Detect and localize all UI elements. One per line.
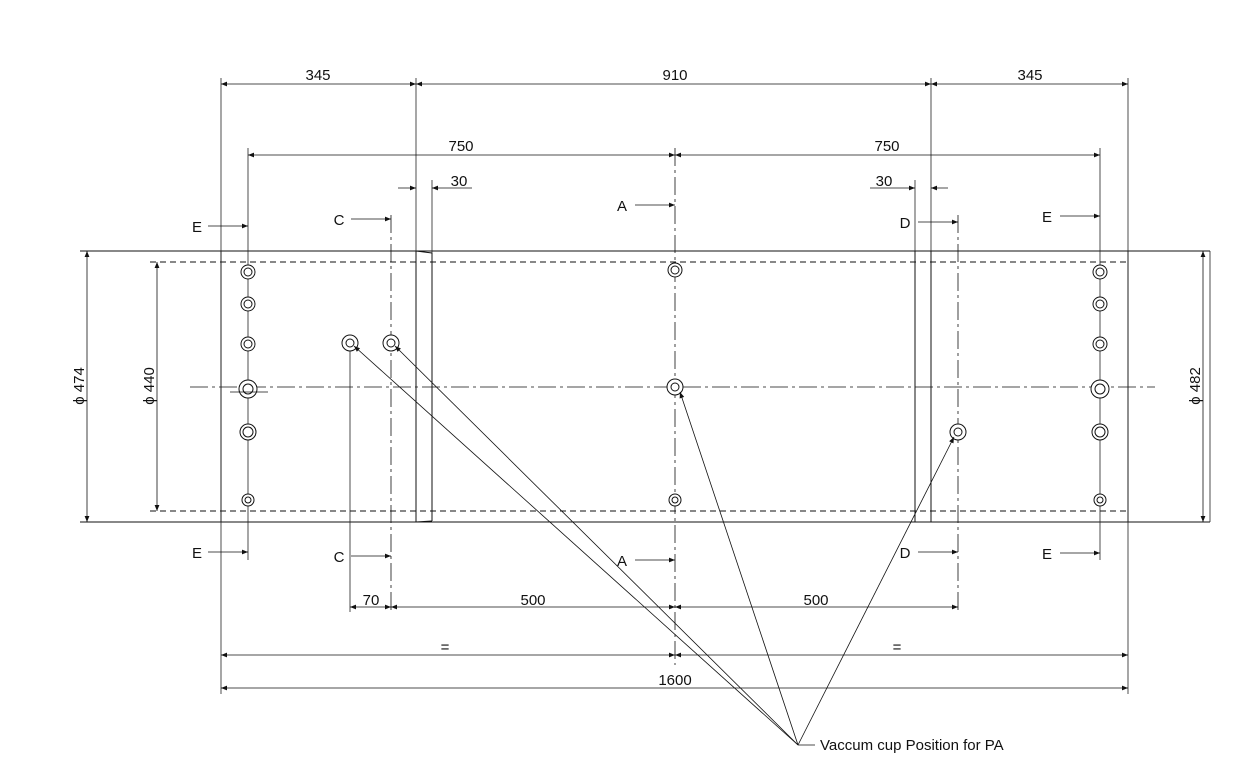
dia-outer-left: ϕ 474	[71, 367, 88, 405]
hole	[240, 336, 256, 352]
section-e-bottom-left: E	[192, 545, 202, 562]
dimension-lines	[84, 81, 1206, 691]
hole-pattern-left	[230, 264, 268, 507]
hole	[666, 378, 684, 396]
callout-leaders	[353, 345, 955, 746]
vacuum-cup	[382, 334, 400, 352]
dim-left-750: 750	[448, 138, 473, 155]
section-a-bottom: A	[617, 553, 627, 570]
hole	[1093, 493, 1107, 507]
extension-lines	[220, 78, 1211, 694]
dia-outer-right: ϕ 482	[1187, 367, 1204, 405]
section-arrows	[208, 202, 1100, 563]
section-d-bottom: D	[900, 545, 911, 562]
dim-equal-left: =	[441, 639, 450, 656]
section-a-top: A	[617, 198, 627, 215]
hole	[1092, 336, 1108, 352]
section-d-top: D	[900, 215, 911, 232]
hole-pattern-center	[666, 262, 684, 507]
vacuum-cups	[341, 334, 967, 441]
hole-pattern-right	[1090, 264, 1110, 507]
hole	[1091, 423, 1109, 441]
section-e-top-right: E	[1042, 209, 1052, 226]
hole	[1092, 296, 1108, 312]
dim-bottom-70: 70	[363, 592, 380, 609]
dim-top-left-345: 345	[305, 67, 330, 84]
hole	[239, 423, 257, 441]
dim-right-30: 30	[876, 173, 893, 190]
section-e-top-left: E	[192, 219, 202, 236]
hole	[238, 379, 258, 399]
section-c-top: C	[334, 212, 345, 229]
dim-top-right-345: 345	[1017, 67, 1042, 84]
hole	[1090, 379, 1110, 399]
dim-right-750: 750	[874, 138, 899, 155]
dim-bottom-right-500: 500	[803, 592, 828, 609]
hole	[1092, 264, 1108, 280]
hole	[667, 262, 683, 278]
dim-equal-right: =	[893, 639, 902, 656]
vacuum-cup	[949, 423, 967, 441]
section-c-bottom: C	[334, 549, 345, 566]
section-e-bottom-right: E	[1042, 546, 1052, 563]
hole	[240, 296, 256, 312]
dim-left-30: 30	[451, 173, 468, 190]
dim-bottom-left-500: 500	[520, 592, 545, 609]
callout-label: Vaccum cup Position for PA	[820, 737, 1004, 754]
dim-top-910: 910	[662, 67, 687, 84]
dim-total-1600: 1600	[658, 672, 691, 689]
dia-inner-left: ϕ 440	[141, 367, 158, 405]
vacuum-cup	[341, 334, 359, 352]
hole	[240, 264, 256, 280]
hole	[241, 493, 255, 507]
hole	[668, 493, 682, 507]
